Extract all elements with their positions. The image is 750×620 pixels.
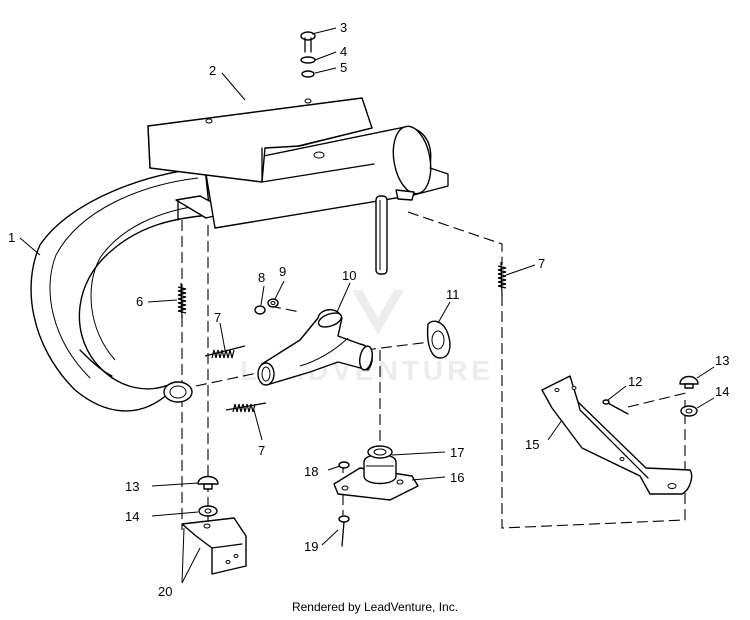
- callout-14-left: 14: [125, 509, 139, 524]
- exhaust-pipe[interactable]: [30, 167, 231, 412]
- callout-19: 19: [304, 539, 318, 554]
- nut[interactable]: [254, 305, 266, 315]
- spring-7-left[interactable]: [204, 345, 246, 359]
- bolt[interactable]: [338, 515, 350, 547]
- callout-7-left: 7: [214, 310, 221, 325]
- grommet-right[interactable]: [679, 375, 699, 389]
- callout-5: 5: [340, 60, 347, 75]
- callout-4: 4: [340, 44, 347, 59]
- rubber-isolator[interactable]: [363, 445, 397, 485]
- callout-15: 15: [525, 437, 539, 452]
- callout-14-right: 14: [715, 384, 729, 399]
- heat-shield[interactable]: [147, 97, 375, 183]
- washer-right[interactable]: [680, 405, 698, 417]
- callout-9: 9: [279, 264, 286, 279]
- callout-8: 8: [258, 270, 265, 285]
- callout-17: 17: [450, 445, 464, 460]
- callout-6: 6: [136, 294, 143, 309]
- gasket[interactable]: [426, 320, 451, 359]
- callout-7-lower: 7: [258, 443, 265, 458]
- callout-20: 20: [158, 584, 172, 599]
- callout-3: 3: [340, 20, 347, 35]
- callout-7-right: 7: [538, 256, 545, 271]
- small-screw[interactable]: [602, 399, 629, 415]
- washer-left[interactable]: [198, 505, 218, 517]
- callout-18: 18: [304, 464, 318, 479]
- muffler[interactable]: [204, 123, 449, 275]
- spring-7-upper-right[interactable]: [497, 261, 507, 297]
- callout-13-right: 13: [715, 353, 729, 368]
- spring-7-lower[interactable]: [225, 402, 267, 413]
- grommet-left[interactable]: [197, 475, 219, 490]
- bracket-left[interactable]: [181, 517, 247, 575]
- callout-10: 10: [342, 268, 356, 283]
- callout-1: 1: [8, 230, 15, 245]
- callouts: 1 2 3 4 5 6 7 7 7 8 9 10 11 12 13 13 14 …: [8, 20, 729, 599]
- footer-credit: Rendered by LeadVenture, Inc.: [291, 600, 459, 614]
- bracket-right[interactable]: [541, 375, 693, 495]
- screw-stack[interactable]: [300, 31, 316, 78]
- callout-2: 2: [209, 63, 216, 78]
- callout-16: 16: [450, 470, 464, 485]
- spring-6[interactable]: [177, 282, 187, 319]
- washer[interactable]: [267, 298, 279, 308]
- callout-12: 12: [628, 374, 642, 389]
- assembly-lines: [181, 211, 691, 530]
- callout-13-left: 13: [125, 479, 139, 494]
- callout-11: 11: [446, 287, 460, 302]
- small-nut[interactable]: [338, 461, 350, 469]
- leader-lines: [19, 27, 715, 584]
- y-pipe[interactable]: [257, 309, 374, 386]
